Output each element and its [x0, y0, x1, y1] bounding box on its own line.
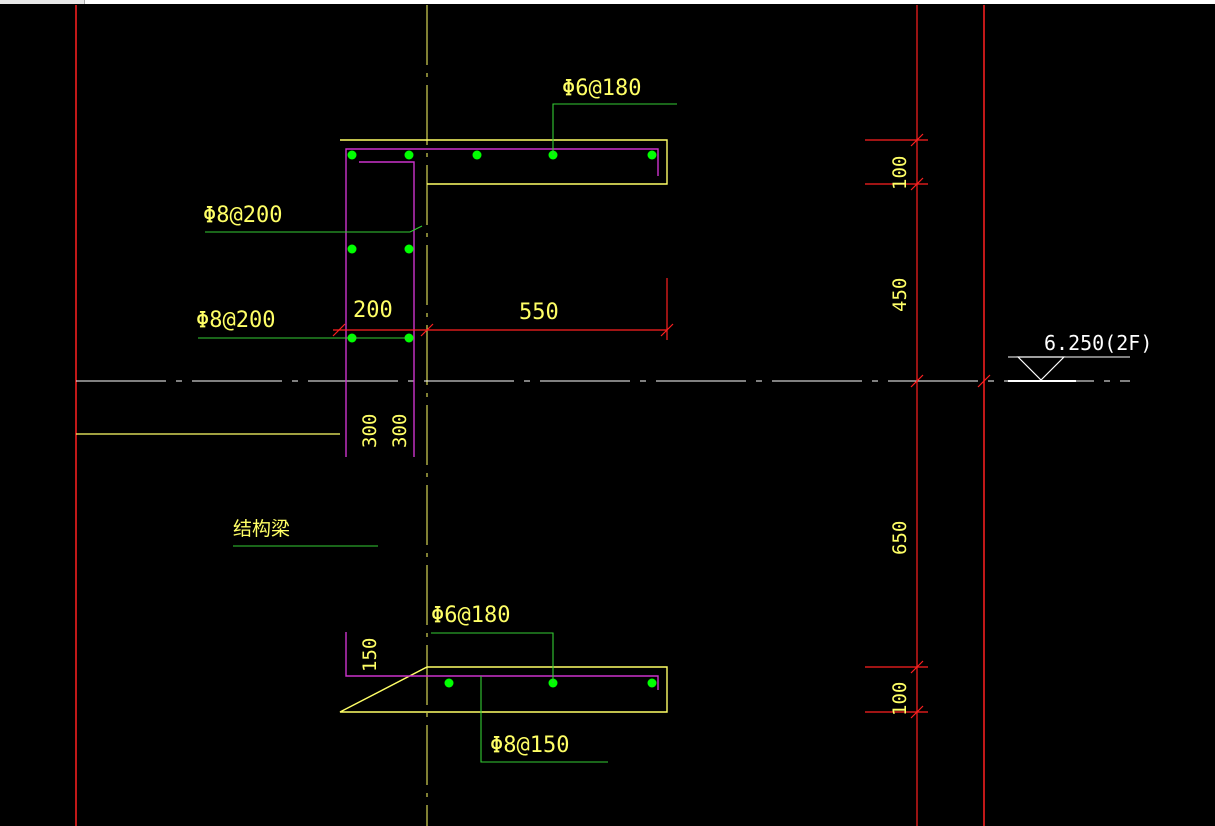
- dimension-embed-left: 300: [359, 414, 381, 448]
- rebar-label-upper-left-2: Φ8@200: [196, 308, 275, 333]
- rebar-dot: [404, 150, 414, 160]
- dimension-cantilever-length: 550: [519, 300, 559, 325]
- structural-beam-label: 结构梁: [233, 518, 290, 540]
- stirrup-outer: [345, 148, 659, 690]
- rebar-label-bottom-main: Φ8@150: [490, 733, 569, 758]
- rebar-label-upper-left-1: Φ8@200: [203, 203, 282, 228]
- dimension-embed-right: 300: [389, 414, 411, 448]
- rebar-dot: [347, 150, 357, 160]
- rebar-dot: [347, 244, 357, 254]
- elevation-marker: [1008, 356, 1130, 382]
- stirrup-inner: [359, 161, 415, 457]
- rebar-dot: [647, 678, 657, 688]
- dimension-lower-wall: 650: [889, 521, 911, 555]
- window-tab-area: [0, 0, 85, 4]
- elevation-label: 6.250(2F): [1044, 331, 1152, 355]
- dimension-upper-wall: 450: [889, 278, 911, 312]
- rebar-dot: [444, 678, 454, 688]
- leader-lines: [198, 103, 677, 763]
- dimension-top-slab: 100: [889, 156, 911, 190]
- dimension-embed-bottom: 150: [359, 638, 381, 672]
- rebar-dot: [404, 244, 414, 254]
- rebar-label-bottom: Φ6@180: [431, 603, 510, 628]
- dimension-wall-width: 200: [353, 298, 393, 323]
- dimension-bottom-slab: 100: [889, 682, 911, 716]
- rebar-dot: [472, 150, 482, 160]
- dimension-lines: [332, 133, 991, 719]
- rebar-label-top: Φ6@180: [562, 76, 641, 101]
- window-top-strip: [0, 0, 1215, 4]
- rebar-dot: [647, 150, 657, 160]
- concrete-outline: [339, 139, 668, 713]
